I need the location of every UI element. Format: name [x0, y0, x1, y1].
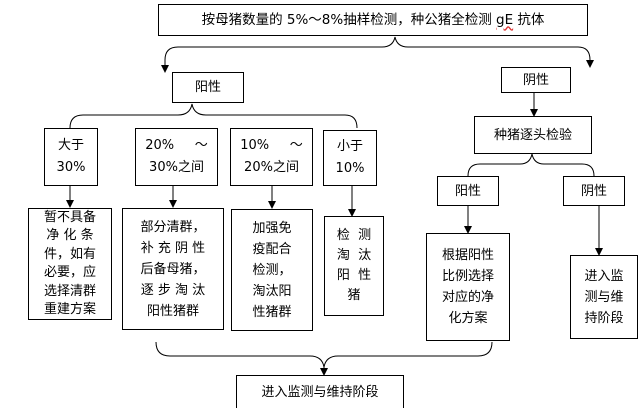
branch-10-20: 10% ～ 20%之间 [230, 128, 313, 186]
boar-brace [467, 153, 595, 177]
boar-test-box: 种猪逐头检验 [474, 116, 592, 154]
action-10-20: 加强免 疫配合 检测， 淘汰阳 性猪群 [231, 209, 313, 331]
boar-positive-action-text: 根据阳性 比例选择 对应的净 化方案 [441, 248, 494, 326]
action-20-30: 部分清群， 补 充 阴 性 后备母猪， 逐 步 淘 汰 阳性猪群 [122, 208, 224, 330]
title-ge: gE [496, 11, 514, 28]
title-prefix: 按母猪数量的 5%～8%抽样检测，种公猪全检测 [201, 11, 496, 28]
positive-label: 阳性 [194, 80, 221, 95]
action-over-30-text: 暂不具备 净 化 条 件，如有 必要，应 选择清群 重建方案 [43, 209, 96, 318]
final-box: 进入监测与维持阶段 [236, 375, 404, 408]
branch-under-10-label: 小于 10% [335, 139, 365, 176]
action-10-20-text: 加强免 疫配合 检测， 淘汰阳 性猪群 [252, 220, 292, 320]
branch-20-30: 20% ～ 30%之间 [135, 128, 218, 186]
bottom-brace [155, 341, 493, 368]
top-brace [164, 36, 591, 61]
final-label: 进入监测与维持阶段 [261, 384, 379, 400]
action-under-10-text: 检 测 淘 汰 阳 性 猪 [336, 228, 372, 303]
branch-20-30-label: 20% ～ 30%之间 [145, 138, 208, 175]
boar-positive-label: 阳性 [454, 183, 481, 199]
boar-negative-action-text: 进入监 测与维 持阶段 [584, 268, 624, 326]
positive-box: 阳性 [172, 72, 244, 103]
action-20-30-text: 部分清群， 补 充 阴 性 后备母猪， 逐 步 淘 汰 阳性猪群 [140, 219, 206, 319]
boar-test-label: 种猪逐头检验 [493, 127, 572, 143]
title-box: 按母猪数量的 5%～8%抽样检测，种公猪全检测 gE 抗体 [158, 4, 588, 36]
boar-negative-label: 阴性 [580, 183, 607, 199]
boar-positive-box: 阳性 [437, 176, 499, 206]
action-under-10: 检 测 淘 汰 阳 性 猪 [324, 216, 384, 316]
branch-10-20-label: 10% ～ 20%之间 [240, 138, 303, 175]
branch-over-30: 大于 30% [44, 128, 98, 186]
boar-positive-action: 根据阳性 比例选择 对应的净 化方案 [426, 233, 510, 341]
negative-box: 阴性 [501, 67, 571, 93]
boar-negative-action: 进入监 测与维 持阶段 [570, 255, 638, 339]
branch-over-30-label: 大于 30% [56, 138, 86, 175]
positive-brace [69, 103, 358, 129]
boar-negative-box: 阴性 [563, 176, 625, 206]
action-over-30: 暂不具备 净 化 条 件，如有 必要，应 选择清群 重建方案 [28, 208, 112, 320]
title-suffix: 抗体 [513, 11, 545, 28]
branch-under-10: 小于 10% [323, 130, 377, 186]
negative-label: 阴性 [522, 72, 549, 88]
